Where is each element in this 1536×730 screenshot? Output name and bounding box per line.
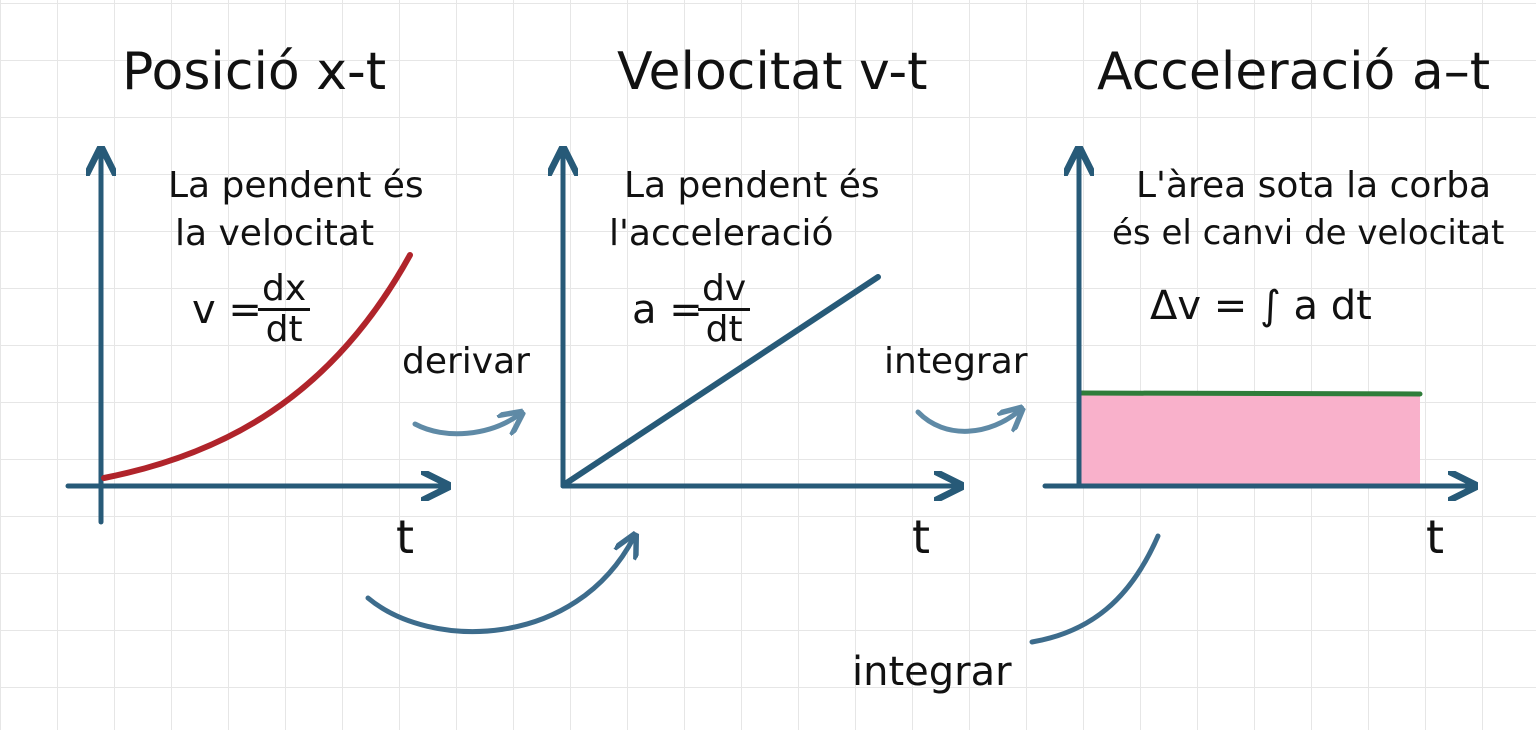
fraction-denominator: dt: [265, 308, 303, 350]
integrar-top-arrow: [915, 410, 1020, 434]
fraction-numerator: dx: [258, 270, 311, 311]
panel-2-note-line2: l'acceleració: [609, 213, 834, 254]
area-under-curve: [1079, 394, 1420, 486]
derivar-label: derivar: [402, 341, 530, 382]
panel-2-formula-lhs: a =: [632, 287, 703, 333]
panel-2-t-label: t: [912, 510, 931, 564]
panel-1-formula-fraction: dx dt: [258, 270, 311, 350]
panel-3-t-label: t: [1426, 510, 1445, 564]
acceleration-line: [1077, 390, 1423, 397]
panel-2-title: Velocitat v-t: [617, 42, 928, 102]
integrar-top-label: integrar: [884, 341, 1028, 382]
panel-position-graph: [65, 152, 445, 525]
position-curve: [101, 252, 413, 481]
panel-1-t-label: t: [396, 510, 415, 564]
panel-acceleration-graph: [1042, 152, 1472, 486]
panel-1-formula-lhs: v =: [192, 287, 262, 333]
panel-1-title: Posició x-t: [122, 42, 387, 102]
panel-1-note-line2: la velocitat: [175, 213, 375, 254]
derivar-arrow: [412, 414, 520, 437]
fraction-denominator: dt: [705, 308, 743, 350]
panel-2-formula-fraction: dv dt: [698, 270, 751, 350]
panel-1-note-line1: La pendent és: [168, 165, 424, 206]
panel-3-formula: Δv = ∫ a dt: [1150, 283, 1372, 329]
velocity-line: [562, 274, 881, 487]
panel-velocity-graph: [563, 152, 958, 486]
integrar-bottom-curve: [1029, 533, 1161, 645]
fraction-numerator: dv: [698, 270, 751, 311]
integrar-bottom-label: integrar: [852, 649, 1012, 695]
panel-2-note-line1: La pendent és: [624, 165, 880, 206]
big-curved-arrow: [365, 537, 634, 634]
panel-3-note-line1: L'àrea sota la corba: [1136, 165, 1492, 206]
panel-3-note-line2: és el canvi de velocitat: [1112, 213, 1505, 253]
panel-3-title: Acceleració a–t: [1097, 42, 1491, 102]
